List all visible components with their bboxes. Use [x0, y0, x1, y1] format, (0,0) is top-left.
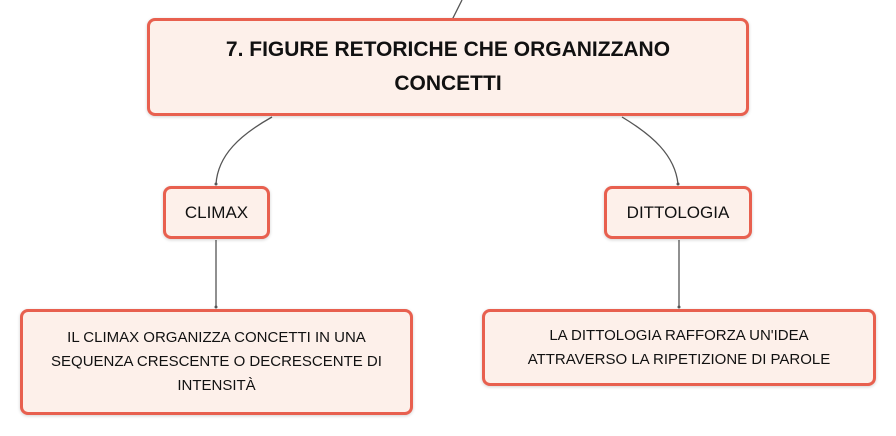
main-topic-node[interactable]: 7. FIGURE RETORICHE CHE ORGANIZZANO CONC… [147, 18, 749, 116]
connector-end-dot [677, 305, 681, 309]
climax-description-text: IL CLIMAX ORGANIZZA CONCETTI IN UNA SEQU… [51, 329, 382, 394]
dittologia-node[interactable]: DITTOLOGIA [604, 186, 752, 239]
connector-end-dot [214, 305, 218, 309]
connector-end-dot [676, 182, 680, 186]
climax-label: CLIMAX [184, 202, 249, 222]
dittologia-label: DITTOLOGIA [626, 202, 730, 222]
climax-description-node[interactable]: IL CLIMAX ORGANIZZA CONCETTI IN UNA SEQU… [20, 309, 413, 415]
dittologia-description-text: LA DITTOLOGIA RAFFORZA UN'IDEA ATTRAVERS… [527, 326, 831, 368]
dittologia-description-node[interactable]: LA DITTOLOGIA RAFFORZA UN'IDEA ATTRAVERS… [482, 309, 876, 386]
connector-end-dot [214, 182, 218, 186]
climax-node[interactable]: CLIMAX [163, 186, 270, 239]
connector-main-to-climax [215, 116, 273, 185]
connector-main-to-dittologia [621, 116, 679, 185]
connector-parent-to-main [451, 0, 463, 21]
main-topic-label: 7. FIGURE RETORICHE CHE ORGANIZZANO CONC… [225, 38, 671, 95]
